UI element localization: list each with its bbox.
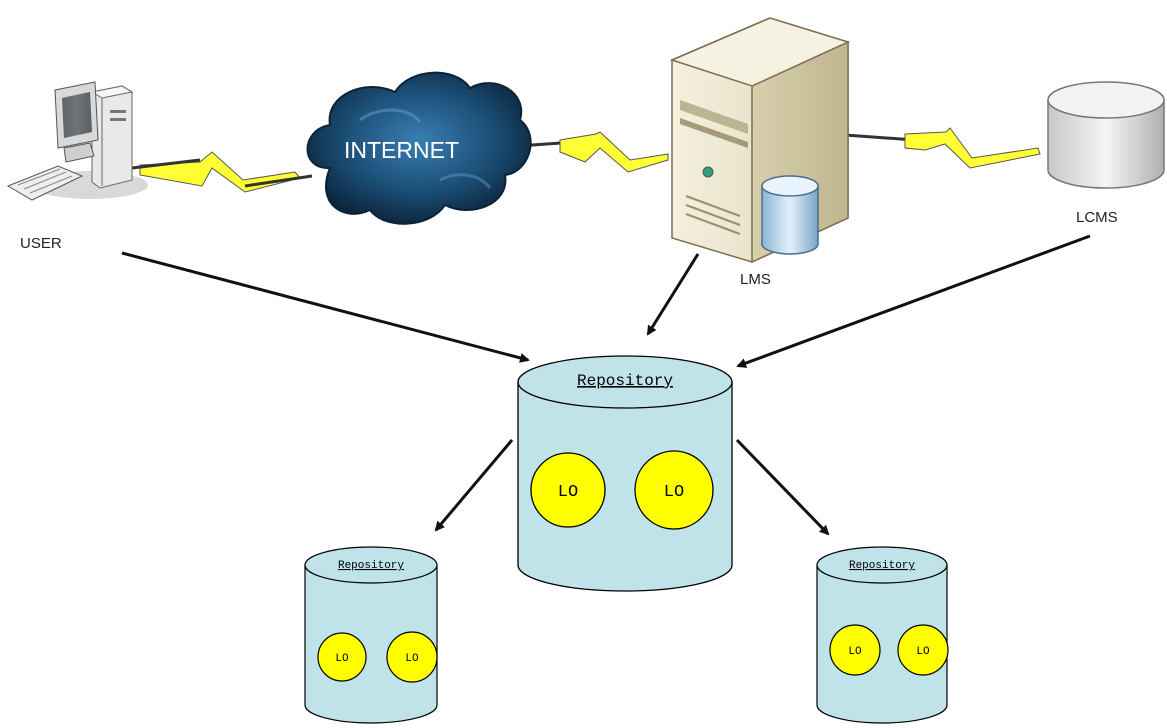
- arrow-lms-to-repository: [646, 253, 700, 336]
- user-label: USER: [20, 235, 62, 252]
- learning-object: LO: [634, 450, 714, 530]
- arrow-repository-to-left: [434, 439, 514, 532]
- user-computer-icon: [6, 81, 148, 201]
- learning-object-label: LO: [848, 646, 862, 658]
- connection-lms-lcms: [844, 127, 1041, 169]
- learning-object-label: LO: [664, 483, 684, 502]
- learning-object: LO: [829, 624, 881, 676]
- lms-server-icon: [669, 17, 851, 264]
- arrow-repository-to-right: [735, 438, 830, 536]
- arrow-lcms-to-repository: [736, 234, 1091, 368]
- repository-right: Repository LO LO: [816, 546, 949, 724]
- lightning-bolt-icon: [904, 127, 1041, 169]
- repository-main: Repository LO LO: [517, 355, 733, 592]
- arrow-user-to-repository: [121, 251, 530, 363]
- learning-object-label: LO: [335, 653, 349, 665]
- lcms-database-icon: [1047, 81, 1165, 189]
- lightning-bolt-icon: [139, 151, 301, 193]
- learning-object: LO: [530, 452, 606, 528]
- lightning-bolt-icon: [559, 131, 669, 173]
- internet-cloud-icon: [306, 71, 532, 225]
- lms-label: LMS: [740, 271, 771, 288]
- learning-object: LO: [897, 624, 949, 676]
- learning-object-label: LO: [405, 653, 419, 665]
- repository-main-title: Repository: [577, 372, 673, 390]
- learning-object-label: LO: [916, 646, 930, 658]
- connection-internet-lms: [517, 131, 669, 173]
- learning-object-label: LO: [558, 483, 578, 502]
- lcms-label: LCMS: [1076, 209, 1118, 226]
- repository-right-title: Repository: [849, 560, 915, 572]
- learning-object: LO: [317, 632, 367, 682]
- repository-left: Repository LO LO: [304, 546, 438, 724]
- repository-left-title: Repository: [338, 560, 404, 572]
- learning-object: LO: [386, 631, 438, 683]
- connection-user-internet: [131, 151, 313, 193]
- internet-label: INTERNET: [344, 137, 459, 163]
